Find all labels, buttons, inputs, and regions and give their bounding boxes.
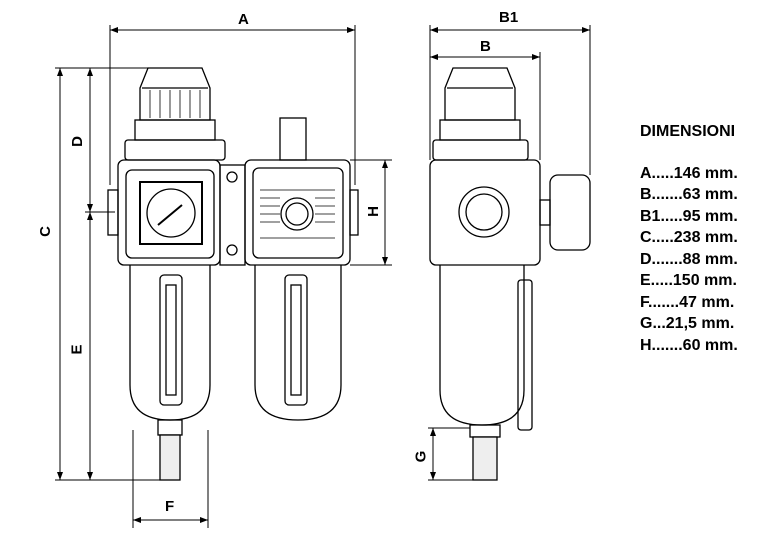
dim-label-a: A bbox=[238, 11, 249, 28]
filter-regulator-front bbox=[107, 67, 246, 481]
dim-label-c: C bbox=[36, 226, 54, 237]
dim-label-b: B bbox=[480, 38, 491, 55]
dimensions-table: DIMENSIONI A.....146 mm. B.......63 mm. … bbox=[640, 121, 738, 356]
dimension-item: A.....146 mm. bbox=[640, 164, 738, 182]
dim-label-d: D bbox=[68, 136, 86, 147]
dimension-item: B1.....95 mm. bbox=[640, 207, 738, 225]
dim-label-g: G bbox=[412, 450, 430, 463]
dim-label-f: F bbox=[165, 498, 175, 515]
dimension-item: E.....150 mm. bbox=[640, 272, 737, 289]
dim-label-e: E bbox=[68, 344, 86, 355]
dimension-item: G...21,5 mm. bbox=[640, 315, 735, 332]
dimension-item: F.......47 mm. bbox=[640, 293, 735, 311]
dimension-item: C.....238 mm. bbox=[640, 229, 738, 246]
dim-label-b1: B1 bbox=[499, 9, 519, 26]
dimension-item: B.......63 mm. bbox=[640, 186, 738, 203]
filter-regulator-side bbox=[429, 67, 591, 481]
dimension-lines bbox=[55, 25, 591, 528]
dim-label-h: H bbox=[364, 206, 382, 217]
dimension-item: D.......88 mm. bbox=[640, 250, 738, 268]
lubricator-front bbox=[244, 117, 359, 421]
dimensions-title: DIMENSIONI bbox=[640, 123, 736, 140]
dimension-item: H.......60 mm. bbox=[640, 336, 738, 354]
